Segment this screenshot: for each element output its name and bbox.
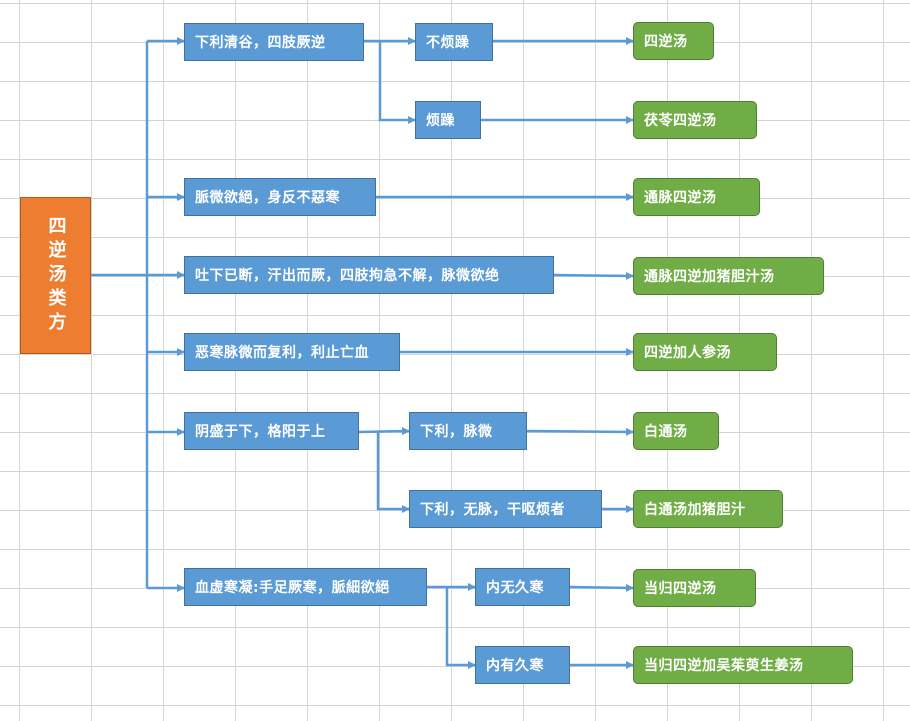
subcondition-s1a: 不烦躁	[415, 23, 493, 61]
formula-f9: 当归四逆加吴茱萸生姜汤	[633, 646, 853, 684]
subcondition-s6a: 内无久寒	[475, 568, 570, 606]
connector-c6-s6b	[445, 587, 476, 669]
formula-f4: 通脉四逆加猪胆汁汤	[633, 257, 824, 295]
formula-f1: 四逆汤	[633, 22, 714, 60]
subcondition-s6b: 内有久寒	[475, 646, 570, 684]
root-node: 四逆汤类方	[20, 197, 91, 354]
formula-f3: 通脉四逆汤	[633, 178, 760, 216]
formula-f7: 白通汤加猪胆汁	[633, 490, 783, 528]
formula-f5: 四逆加人参汤	[633, 333, 777, 371]
condition-c5: 阴盛于下，格阳于上	[184, 412, 359, 450]
condition-c1: 下利清谷，四肢厥逆	[184, 23, 364, 61]
connector-c5-s5b	[376, 432, 410, 513]
connector-s5a-f6	[526, 427, 634, 436]
connector-s6a-f8	[569, 583, 634, 592]
condition-c6: 血虚寒凝:手足厥寒，脈細欲絕	[184, 568, 427, 606]
condition-c3: 吐下已断，汗出而厥，四肢拘急不解，脉微欲绝	[184, 256, 554, 294]
connector-c3-f4	[553, 271, 634, 280]
subcondition-s5a: 下利，脉微	[409, 412, 527, 450]
condition-c4: 恶寒脉微而复利，利止亡血	[184, 333, 400, 371]
formula-f6: 白通汤	[633, 412, 719, 450]
formula-f8: 当归四逆汤	[633, 569, 756, 607]
connector-c5-s5a	[358, 427, 410, 436]
formula-f2: 茯苓四逆汤	[633, 101, 757, 139]
subcondition-s1b: 烦躁	[415, 101, 481, 139]
connector-c1-s1b	[378, 41, 416, 124]
subcondition-s5b: 下利，无脉，干呕烦者	[409, 490, 602, 528]
condition-c2: 脈微欲絕，身反不惡寒	[184, 178, 376, 216]
